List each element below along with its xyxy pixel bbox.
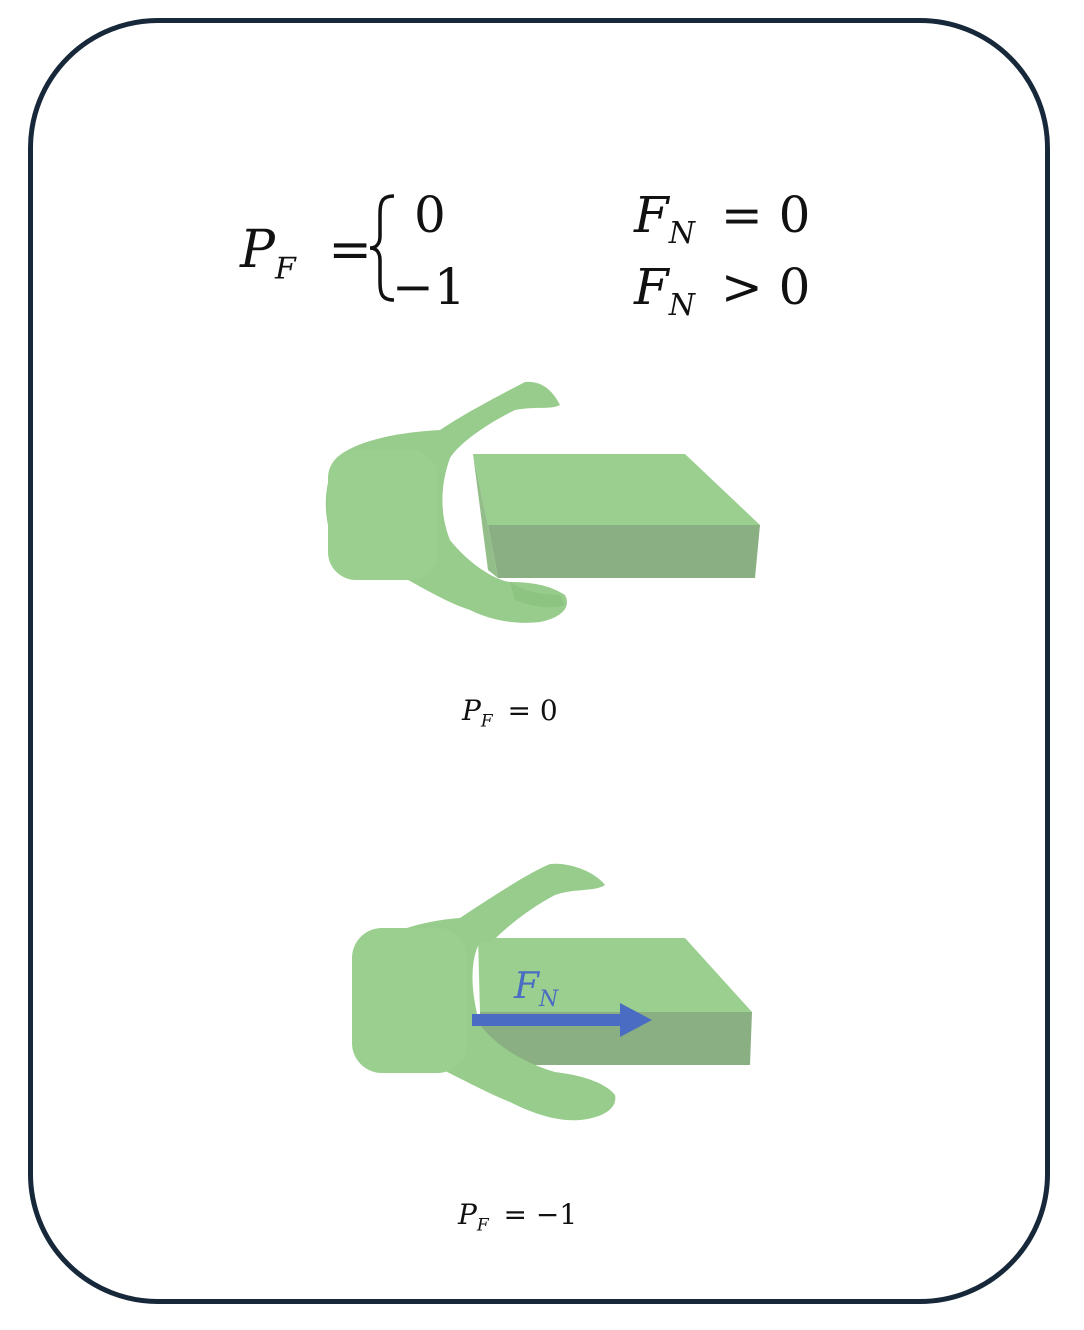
case1-condition: FN = 0 <box>634 186 811 251</box>
label-contact: PF = −1 <box>458 1198 578 1236</box>
force-arrow <box>472 1003 652 1037</box>
gripper-scene-contact <box>352 863 752 1121</box>
left-brace <box>369 194 395 302</box>
gripper-hand-icon <box>325 381 568 623</box>
case2-condition: FN > 0 <box>634 258 811 323</box>
label-no-contact: PF = 0 <box>462 694 558 732</box>
equation-lhs: PF = <box>240 220 372 287</box>
force-label: FN <box>514 966 559 1013</box>
gripper-scene-no-contact <box>325 381 760 623</box>
gripper-hand-icon <box>352 863 616 1121</box>
case1-value: 0 <box>414 186 446 244</box>
case2-value: −1 <box>392 258 466 316</box>
box-object <box>473 454 760 578</box>
